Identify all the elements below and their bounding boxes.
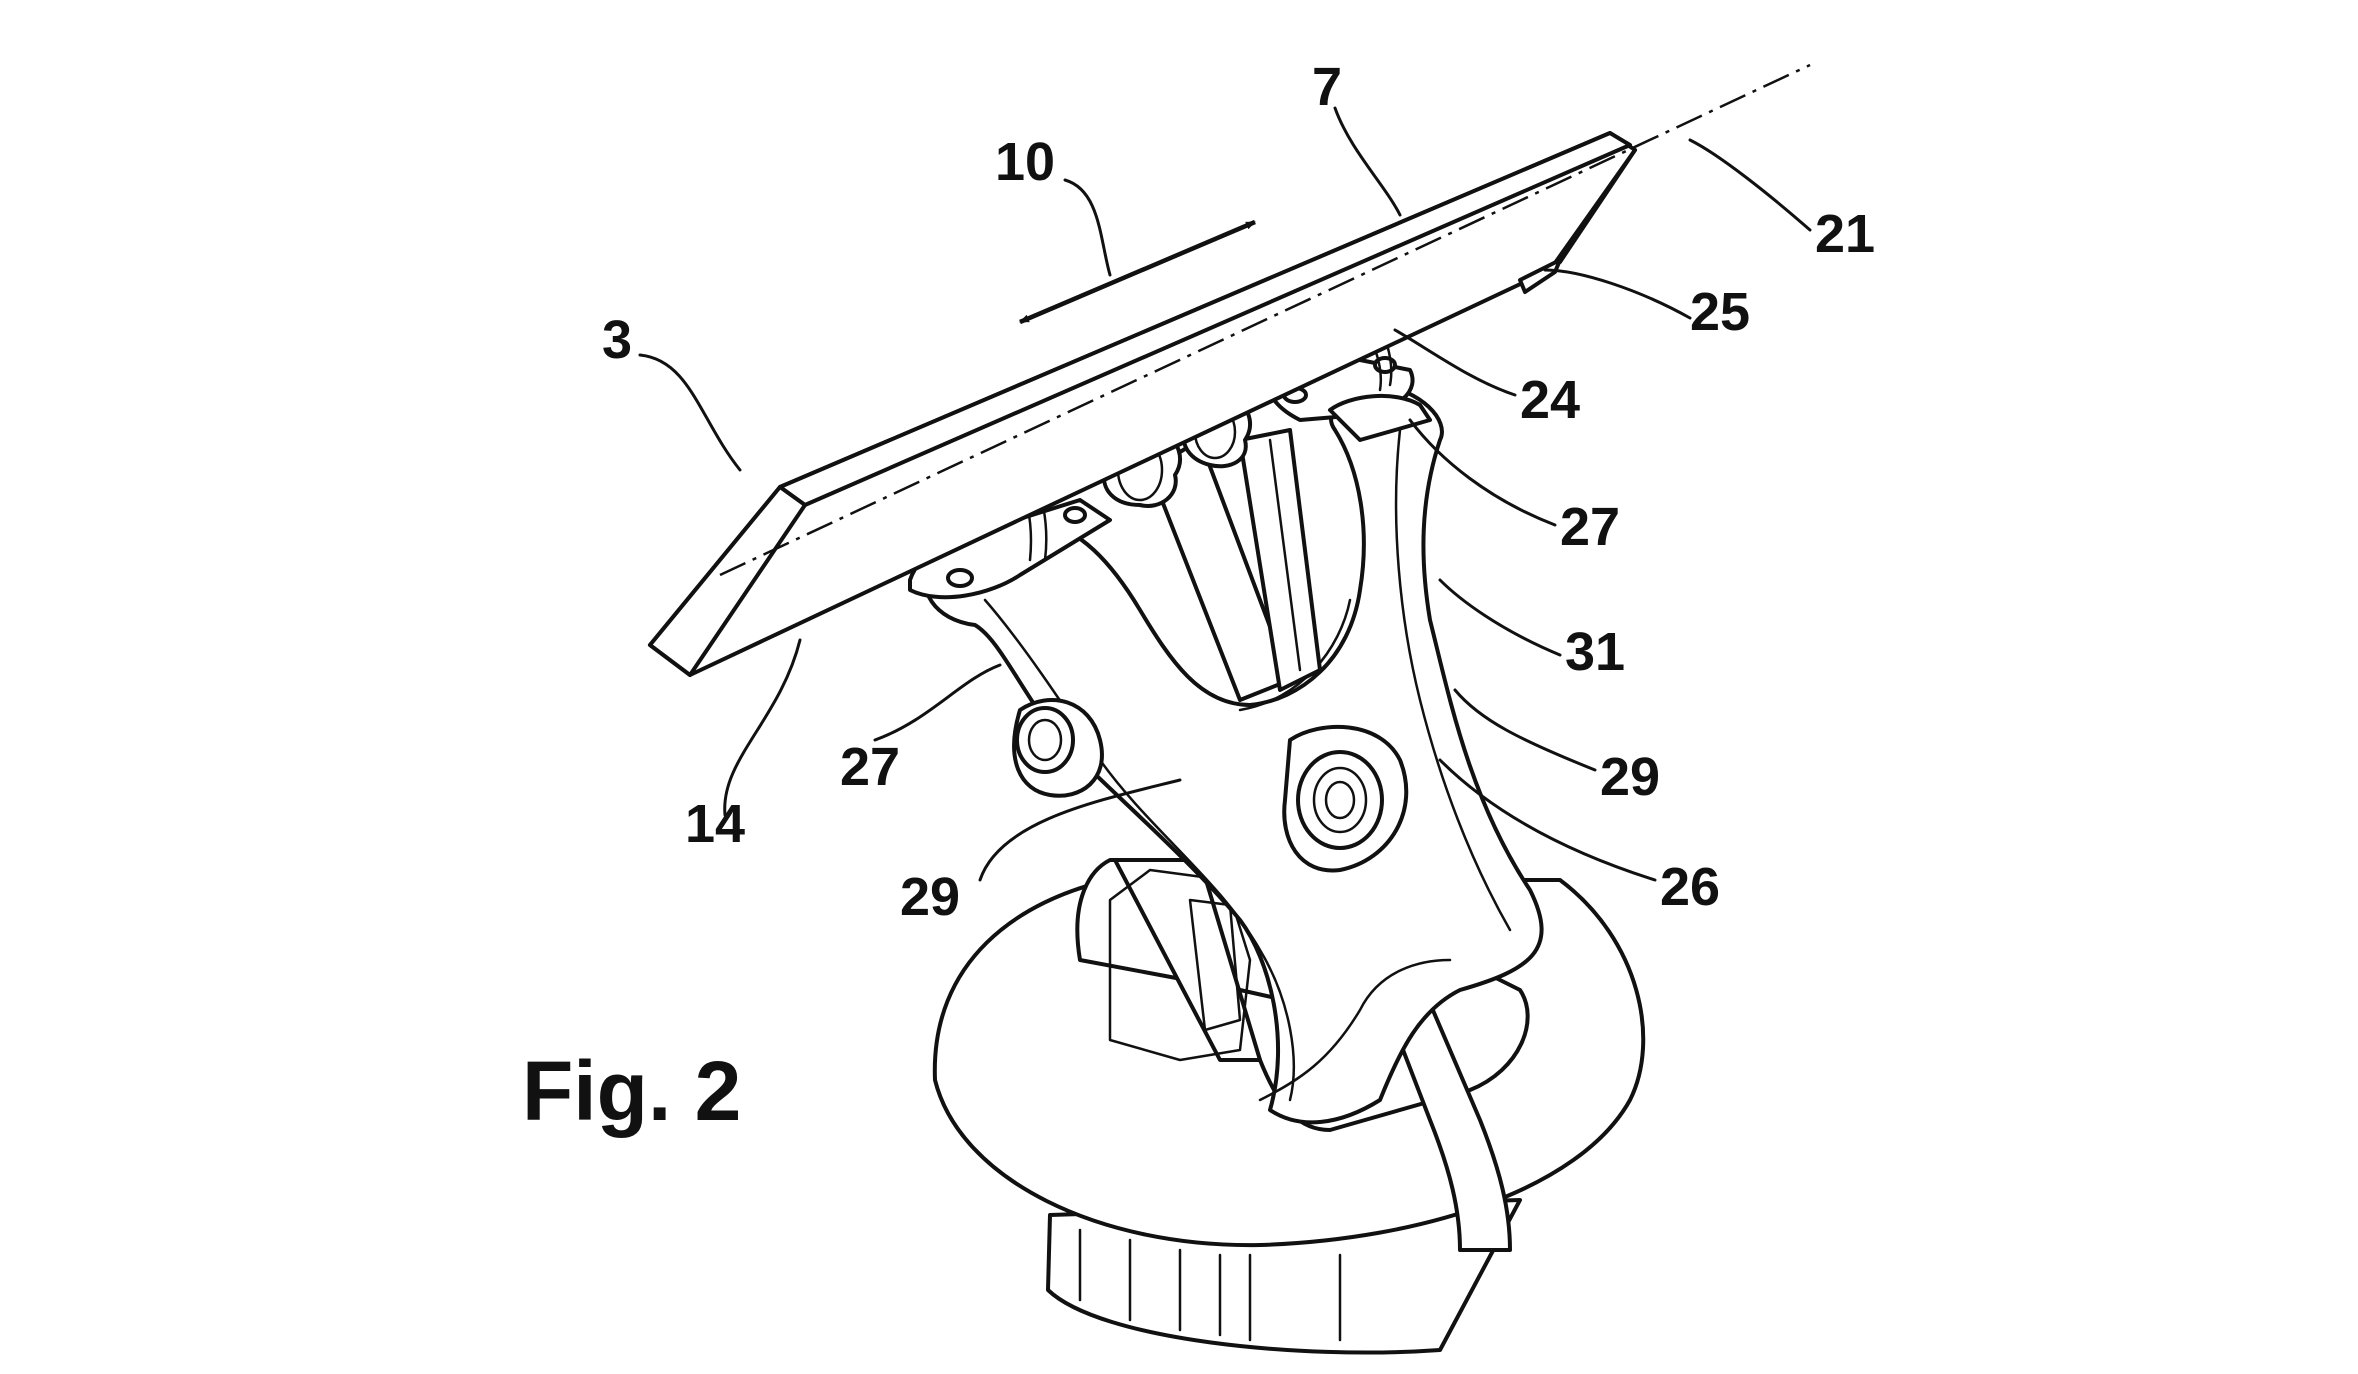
rear-struts (1148, 428, 1322, 702)
label-21: 21 (1815, 204, 1875, 264)
direction-arrow-10 (1019, 219, 1256, 325)
label-27-left: 27 (840, 737, 900, 797)
leader-lines (638, 106, 1812, 882)
label-10: 10 (995, 132, 1055, 192)
bearing-bosses (1012, 698, 1409, 873)
figure-caption: Fig. 2 (522, 1044, 741, 1138)
label-26: 26 (1660, 857, 1720, 917)
strap-band (1378, 978, 1512, 1252)
label-3: 3 (602, 310, 632, 370)
label-29-right: 29 (1600, 747, 1660, 807)
label-31: 31 (1565, 622, 1625, 682)
label-25: 25 (1690, 282, 1750, 342)
label-29-left: 29 (900, 867, 960, 927)
label-24: 24 (1520, 370, 1580, 430)
holding-plate (648, 131, 1637, 677)
label-14: 14 (685, 794, 745, 854)
label-7: 7 (1312, 57, 1342, 117)
y-cradle-arm (923, 383, 1544, 1125)
axis-21 (719, 63, 1811, 577)
label-27-right: 27 (1560, 497, 1620, 557)
